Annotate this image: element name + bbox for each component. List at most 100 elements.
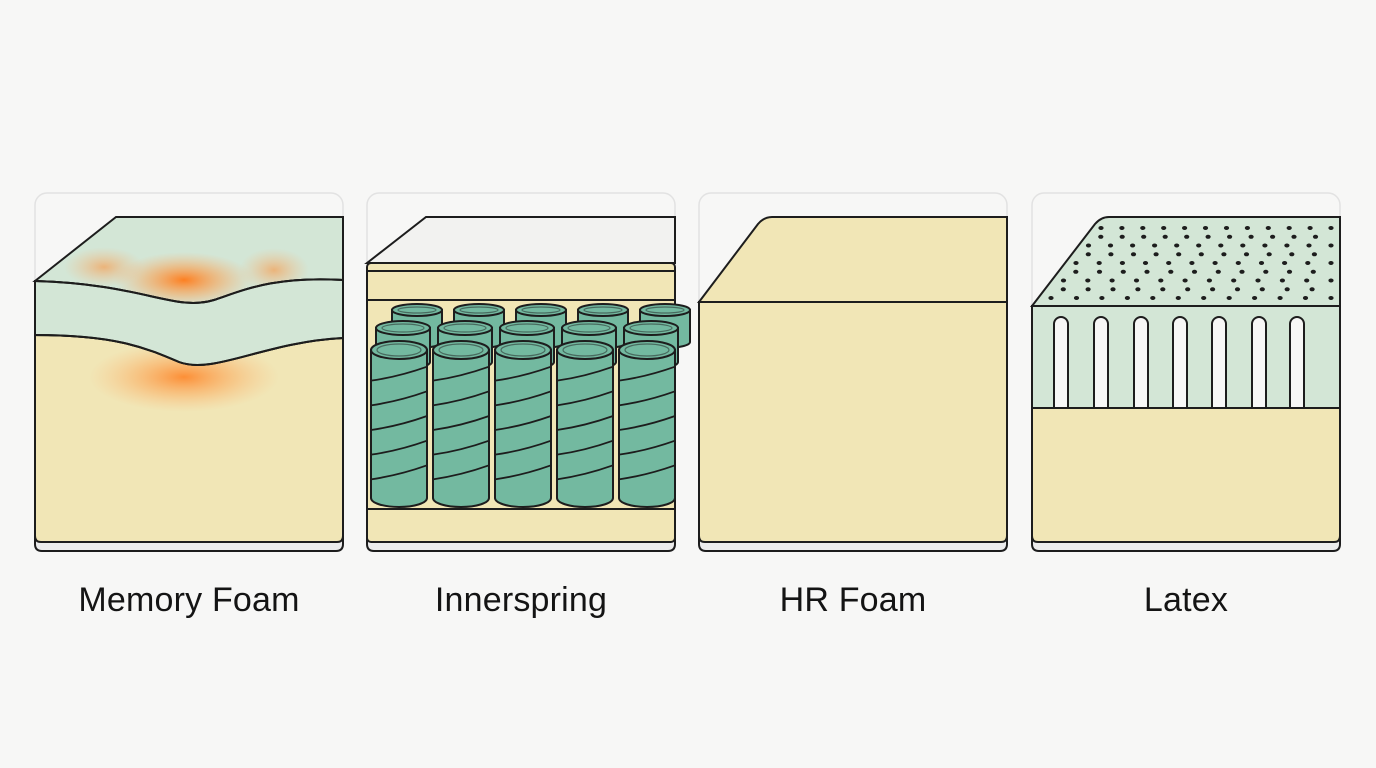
memory-foam-illustration xyxy=(32,192,344,552)
pinhole xyxy=(1176,252,1182,257)
pinhole xyxy=(1140,226,1146,230)
innerspring-panel xyxy=(364,192,691,552)
pinhole xyxy=(1212,261,1218,265)
pinhole xyxy=(1286,226,1292,230)
pinhole xyxy=(1166,261,1172,265)
pinhole xyxy=(1284,243,1290,248)
pinhole xyxy=(1243,252,1250,257)
panel-title-latex: Latex xyxy=(1143,581,1229,619)
pinhole xyxy=(1328,261,1334,265)
pinhole xyxy=(1226,296,1232,300)
panel-title-innerspring: Innerspring xyxy=(434,581,608,619)
pinhole xyxy=(1119,226,1125,230)
pinhole xyxy=(1144,269,1150,274)
pinhole xyxy=(1305,261,1311,265)
pinhole xyxy=(1218,243,1224,248)
pinhole xyxy=(1235,261,1241,265)
pinhole xyxy=(1119,261,1125,265)
pinhole xyxy=(1306,243,1312,248)
pinhole xyxy=(1284,287,1290,292)
pinhole xyxy=(1270,234,1276,239)
pinhole xyxy=(1198,252,1204,257)
pinhole xyxy=(1307,226,1313,230)
pocket-springs xyxy=(370,303,691,508)
pinhole-pattern xyxy=(1048,226,1334,300)
pinhole xyxy=(1289,252,1295,257)
perforated-latex-top xyxy=(1029,216,1341,307)
pinhole xyxy=(1265,226,1271,230)
latex-illustration xyxy=(1029,192,1341,552)
pinhole xyxy=(1291,234,1297,239)
pinhole xyxy=(1142,261,1149,265)
pinhole xyxy=(1162,234,1168,239)
pinhole xyxy=(1311,252,1317,257)
pinhole xyxy=(1201,296,1207,300)
pinhole xyxy=(1189,261,1195,265)
pinhole xyxy=(1085,252,1091,257)
pinhole xyxy=(1286,269,1293,274)
pinhole xyxy=(1098,234,1104,239)
pinhole xyxy=(1060,287,1066,292)
pinhole xyxy=(1124,296,1130,300)
pinhole xyxy=(1223,226,1230,230)
pinhole xyxy=(1150,296,1156,300)
pinhole xyxy=(1240,243,1246,248)
pinhole xyxy=(1266,252,1272,257)
pinhole xyxy=(1239,269,1245,274)
pinhole xyxy=(1135,287,1141,292)
pinhole xyxy=(1182,278,1188,283)
foam-block-front xyxy=(698,301,1008,543)
pillow-top xyxy=(364,216,676,264)
pinhole xyxy=(1119,234,1125,239)
pinhole xyxy=(1073,261,1079,265)
pinhole xyxy=(1160,287,1166,292)
pinhole xyxy=(1231,278,1237,283)
pinhole xyxy=(1234,287,1241,292)
pinhole xyxy=(1185,287,1191,292)
pinhole xyxy=(1277,296,1283,300)
pinhole xyxy=(1227,234,1233,239)
pinhole xyxy=(1130,243,1136,248)
pinhole xyxy=(1133,278,1140,283)
pinhole xyxy=(1279,278,1285,283)
foam-block-top xyxy=(696,216,1008,303)
pinhole xyxy=(1328,243,1334,248)
spring-coil xyxy=(432,340,490,508)
hr-foam-panel xyxy=(696,192,1008,552)
pinhole xyxy=(1161,226,1167,230)
pinhole xyxy=(1141,234,1147,239)
pinhole xyxy=(1184,234,1190,239)
latex-panel xyxy=(1029,192,1341,552)
support-base-layer xyxy=(1031,407,1341,543)
pinhole xyxy=(1282,261,1288,265)
hr-foam-illustration xyxy=(696,192,1008,552)
pinhole xyxy=(1328,278,1334,283)
pinhole xyxy=(1252,296,1258,300)
pinhole xyxy=(1130,252,1137,257)
pinhole xyxy=(1099,296,1105,300)
pinhole xyxy=(1174,243,1180,248)
pinhole xyxy=(1120,269,1126,274)
innerspring-illustration xyxy=(364,192,691,552)
spring-coil xyxy=(618,340,676,508)
pinhole xyxy=(1168,269,1174,274)
panel-title-hr-foam: HR Foam xyxy=(779,581,927,619)
pinhole xyxy=(1096,261,1102,265)
pinhole xyxy=(1309,287,1315,292)
pinhole xyxy=(1202,226,1209,230)
spring-coil xyxy=(556,340,614,508)
pinhole xyxy=(1108,252,1114,257)
pinhole xyxy=(1085,243,1092,248)
pinhole xyxy=(1221,252,1227,257)
pinhole xyxy=(1107,243,1114,248)
pinhole xyxy=(1073,296,1080,300)
pinhole xyxy=(1328,226,1334,230)
pinhole xyxy=(1259,287,1265,292)
pinhole xyxy=(1096,269,1103,274)
pinhole xyxy=(1191,269,1198,274)
pinhole xyxy=(1085,287,1091,292)
pinhole xyxy=(1158,278,1164,283)
pinhole xyxy=(1073,269,1079,274)
pinhole xyxy=(1182,226,1188,230)
pinhole xyxy=(1196,243,1202,248)
